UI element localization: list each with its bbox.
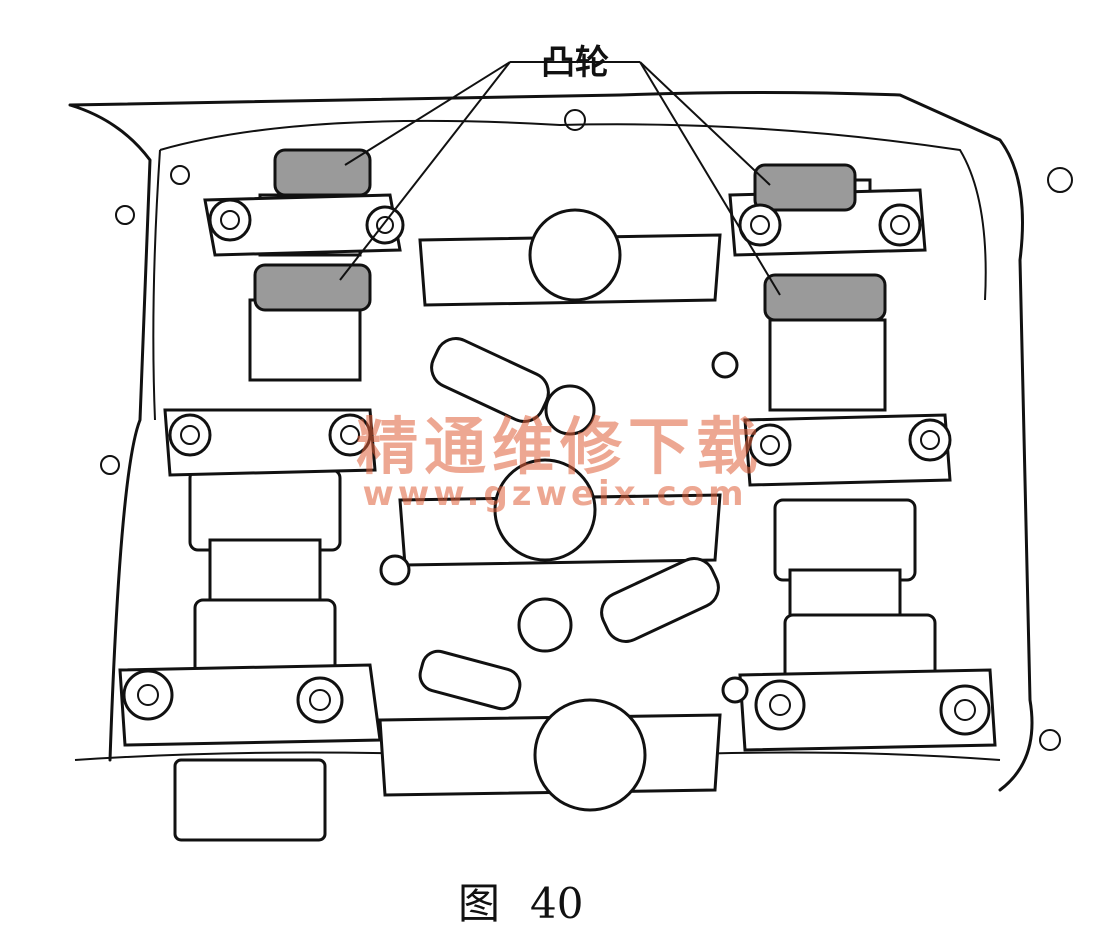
head-bolt-hole (1039, 729, 1061, 751)
cam-lobe (753, 163, 857, 212)
figure-caption-prefix: 图 (458, 879, 500, 928)
cam-lobe (253, 263, 372, 312)
bolt-head (328, 413, 372, 457)
cam-callout-label: 凸轮 (541, 43, 609, 83)
spark-plug-bore (493, 458, 597, 562)
head-bolt-hole (1047, 167, 1073, 193)
valve-stem (517, 597, 573, 653)
right-bearing-cap-middle (743, 413, 952, 487)
spark-plug-bore (533, 698, 647, 812)
rocker-pivot (379, 554, 411, 586)
bolt-head (754, 679, 806, 731)
bolt-head (748, 423, 792, 467)
left-bearing-cap-upper (203, 193, 402, 257)
valve-stem (544, 384, 596, 436)
bolt-head (296, 676, 344, 724)
figure-caption-number: 40 (530, 879, 583, 928)
valve-spring (418, 649, 522, 711)
bolt-head (168, 413, 212, 457)
cam-lobe (763, 273, 887, 322)
cam-lobes (253, 148, 887, 322)
watermark-site-name: 精通维修下载 (356, 410, 764, 483)
valve-springs (379, 337, 749, 711)
cap-bolts (122, 198, 991, 736)
right-bearing-cap-lower (738, 668, 997, 752)
valve-spring (600, 557, 720, 643)
rocker-pivot (721, 676, 749, 704)
bolt-head (738, 203, 782, 247)
spark-plug-bore (528, 208, 622, 302)
callout-leaders (339, 61, 781, 296)
left-bearing-cap-middle (163, 408, 377, 477)
bolt-head (122, 669, 174, 721)
cam-lobe (273, 148, 372, 197)
rocker-pivot (711, 351, 739, 379)
head-bolt-hole (100, 455, 120, 475)
bolt-head (208, 198, 252, 242)
head-bolt-hole (564, 109, 586, 131)
bolt-head (878, 203, 922, 247)
bolt-head (908, 418, 952, 462)
cylinder-head-outline (68, 91, 1034, 792)
head-bolt-hole (170, 165, 190, 185)
head-bolt-hole (115, 205, 135, 225)
watermark-url: www.gzweix.com (362, 474, 747, 514)
spark-plug-bores (378, 208, 722, 812)
head-inner-outline (152, 119, 987, 421)
bolt-head (939, 684, 991, 736)
valve-spring (430, 337, 550, 423)
